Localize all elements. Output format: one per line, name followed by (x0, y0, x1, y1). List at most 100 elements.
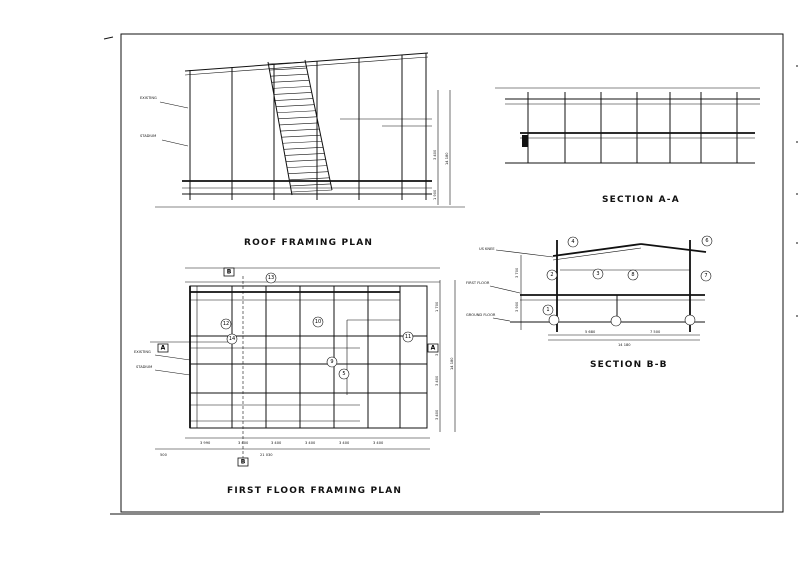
stair-tread (279, 122, 318, 126)
svg-text:B: B (241, 459, 246, 466)
stair-tread (274, 98, 313, 101)
ffp-dim-3: 3 400 (271, 441, 282, 445)
svg-text:5: 5 (342, 371, 345, 377)
grid-bubble (610, 315, 622, 327)
ffp-dim-6: 3 400 (373, 441, 384, 445)
stair-tread (280, 128, 320, 132)
roof-dim-right-3: 1 900 (433, 189, 437, 200)
ffp-dim-5: 3 400 (339, 441, 350, 445)
grid-bubble: 2 (546, 269, 558, 281)
grid-bubble: 7 (700, 270, 712, 282)
grid-bubble: 9 (326, 356, 338, 368)
top-mark (103, 36, 114, 40)
ffp-right-4: 3 400 (435, 409, 439, 420)
plan-bubbles: 13 12 14 10 9 5 11 (220, 272, 414, 380)
stair-tread (267, 61, 306, 65)
roof-stadium-label: STADIUM (140, 134, 156, 138)
secb-dim-left-2: 3 900 (515, 301, 519, 312)
stair-tread (285, 153, 325, 156)
svg-text:B: B (227, 269, 232, 276)
grid-bubble: 4 (567, 236, 579, 248)
first-floor-framing-plan-title: FIRST FLOOR FRAMING PLAN (227, 486, 402, 496)
roof-framing-plan-title: ROOF FRAMING PLAN (244, 238, 373, 248)
stair-tread (275, 104, 315, 107)
sheet-border (120, 33, 784, 513)
grid-bubble: 11 (402, 331, 414, 343)
section-a-a: SECTION A-A (495, 87, 760, 205)
ffp-right-total: 14 180 (450, 357, 454, 370)
ffp-right-3: 3 400 (435, 375, 439, 386)
ffp-dim-edge: 500 (160, 453, 168, 457)
svg-text:3: 3 (596, 271, 599, 277)
stair-tread (290, 183, 331, 187)
svg-text:A: A (161, 345, 166, 352)
ffp-dim-2: 3 400 (238, 441, 249, 445)
stair-tread (288, 171, 329, 175)
first-floor-framing-plan: 3 990 3 400 3 400 3 400 3 400 3 400 21 0… (134, 267, 456, 496)
roof-existing-label: EXISTING (140, 96, 157, 100)
section-marker-a-left: A (157, 343, 169, 353)
roof-framing-plan: 3 400 1 900 14 180 EXISTING STADIUM ROOF… (140, 52, 465, 248)
secb-first-floor: FIRST FLOOR (466, 281, 490, 285)
svg-text:14: 14 (229, 336, 235, 342)
svg-text:10: 10 (315, 319, 321, 325)
grid-bubble: 1 (542, 304, 554, 316)
svg-text:7: 7 (704, 273, 707, 279)
stair-tread (278, 116, 317, 120)
secb-bubbles: 4 6 2 3 8 7 1 (542, 235, 713, 327)
svg-text:9: 9 (330, 359, 333, 365)
stair-tread (287, 165, 327, 168)
ffp-stadium: STADIUM (136, 365, 152, 369)
svg-text:11: 11 (405, 334, 411, 340)
section-marker-b-bottom: B (237, 457, 249, 467)
section-marker-a-right: A (427, 343, 439, 353)
grid-bubble (684, 314, 696, 326)
grid-bubble: 13 (265, 272, 277, 284)
ffp-right-1: 1 700 (435, 301, 439, 312)
grid-bubble: 5 (338, 368, 350, 380)
stair-tread (291, 189, 333, 193)
stair-tread (272, 86, 311, 89)
svg-text:8: 8 (631, 272, 634, 278)
secb-ground: GROUND FLOOR (466, 313, 496, 317)
ffp-dim-4: 3 400 (305, 441, 316, 445)
section-b-b-title: SECTION B-B (590, 360, 668, 370)
grid-bubble: 12 (220, 318, 232, 330)
secb-dim-left-1: 3 700 (515, 267, 519, 278)
roof-dim-total: 14 180 (445, 152, 449, 165)
stair-tread (289, 177, 330, 181)
svg-text:2: 2 (550, 272, 553, 278)
section-a-a-title: SECTION A-A (602, 195, 680, 205)
stair-tread (282, 140, 322, 144)
grid-bubble: 3 (592, 268, 604, 280)
grid-bubble: 6 (701, 235, 713, 247)
grid-bubble (548, 314, 560, 326)
stair-tread (273, 92, 312, 95)
roof-dim-right-1: 3 400 (433, 149, 437, 160)
stair-tread (277, 110, 316, 114)
secb-dim-1: 5 680 (585, 330, 596, 334)
stair-tread (269, 67, 307, 71)
stair-tread (286, 159, 326, 162)
edge-marks (796, 65, 798, 317)
stair-tread (281, 134, 321, 138)
svg-text:13: 13 (268, 275, 274, 281)
stair-tread (270, 73, 308, 77)
secb-dim-total: 14 180 (618, 343, 631, 347)
stair-tread (283, 147, 324, 150)
svg-text:6: 6 (705, 238, 708, 244)
grid-bubble: 14 (226, 333, 238, 345)
svg-text:4: 4 (571, 239, 574, 245)
ffp-existing: EXISTING (134, 350, 151, 354)
stair-tread (271, 79, 309, 83)
grid-bubble: 10 (312, 316, 324, 328)
secb-dim-2: 7 500 (650, 330, 661, 334)
ffp-dim-1: 3 990 (200, 441, 211, 445)
section-marker-b-top: B (223, 267, 235, 277)
svg-text:A: A (431, 345, 436, 352)
svg-text:1: 1 (546, 307, 549, 313)
svg-text:12: 12 (223, 321, 229, 327)
ffp-dim-total: 21 030 (260, 453, 273, 457)
grid-bubble: 8 (627, 269, 639, 281)
